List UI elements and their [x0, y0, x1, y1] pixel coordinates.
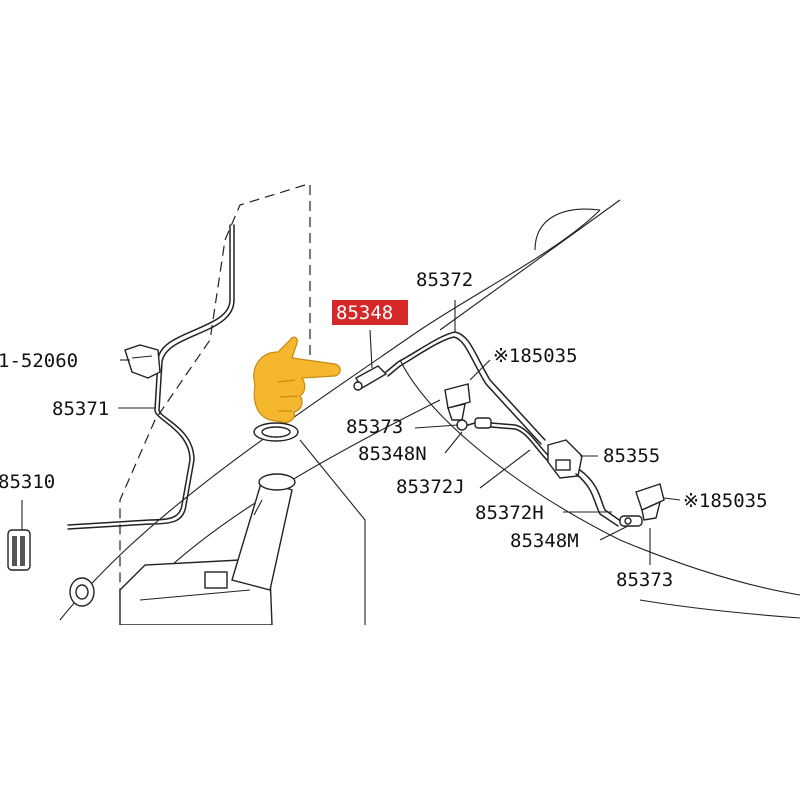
cap-leader — [299, 439, 366, 625]
fender-top — [534, 208, 601, 251]
dashed-outline-a — [119, 184, 306, 600]
hose-85371 — [67, 224, 231, 526]
label-85348n[interactable]: 85348N — [358, 443, 427, 465]
grommet — [69, 577, 95, 607]
diagonal-line — [439, 199, 621, 331]
label-85035-bot[interactable]: ※185035 — [683, 490, 768, 512]
washer-nozzle-top — [444, 383, 471, 421]
filler-neck — [231, 473, 296, 591]
pointing-hand-icon — [253, 336, 341, 423]
joint-85348m — [619, 515, 643, 527]
highlight-box-85348 — [332, 300, 408, 325]
label-85348m[interactable]: 85348M — [510, 530, 579, 552]
label-85355[interactable]: 85355 — [603, 445, 660, 467]
filler-cap-ring — [253, 422, 299, 442]
connector-85355 — [547, 439, 583, 479]
hood-edge-2 — [639, 599, 800, 619]
label-85372j[interactable]: 85372J — [396, 476, 465, 498]
label-85035-top[interactable]: ※185035 — [493, 345, 578, 367]
hose-85372h — [579, 469, 623, 523]
label-85372h[interactable]: 85372H — [475, 502, 544, 524]
washer-nozzle-bottom — [635, 483, 665, 521]
hose-joint-85348 — [353, 365, 388, 391]
hood-edge — [399, 359, 800, 596]
clip-52060 — [124, 344, 161, 379]
label-85373-mid[interactable]: 85373 — [346, 416, 403, 438]
label-85372[interactable]: 85372 — [416, 269, 473, 291]
washer-pump-85310 — [7, 529, 31, 571]
label-85373-bot[interactable]: 85373 — [616, 569, 673, 591]
label-85310[interactable]: 85310 — [0, 471, 55, 493]
label-85348-highlight[interactable]: 85348 — [336, 302, 393, 324]
body-outline-curve — [59, 209, 601, 621]
label-52060[interactable]: 1-52060 — [0, 350, 78, 372]
label-85371[interactable]: 85371 — [52, 398, 109, 420]
